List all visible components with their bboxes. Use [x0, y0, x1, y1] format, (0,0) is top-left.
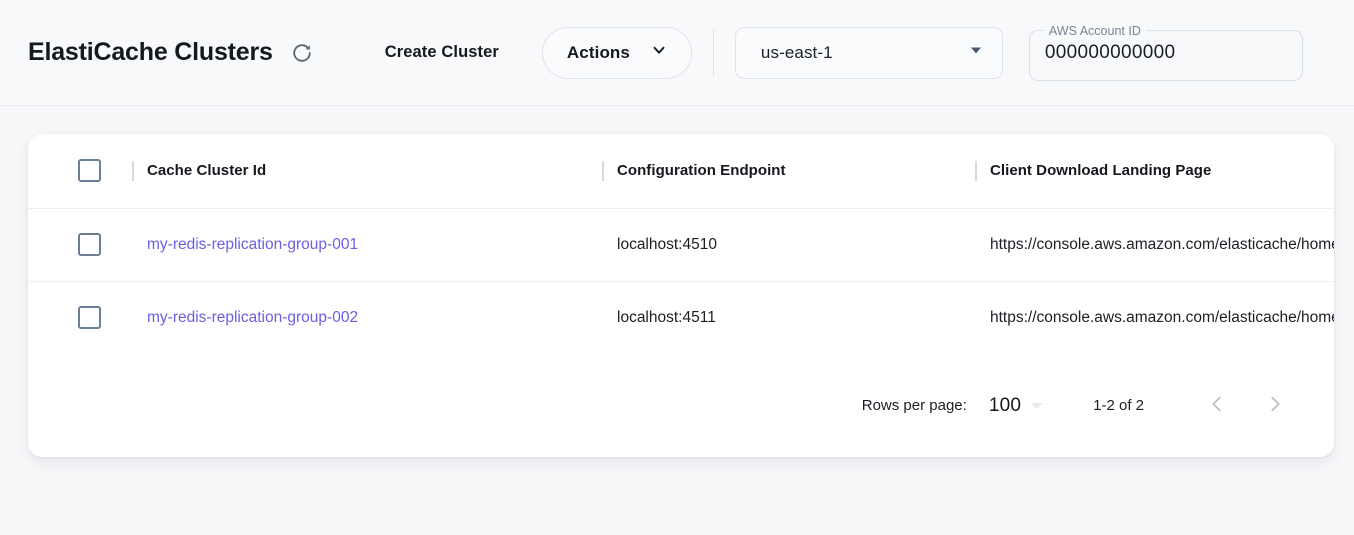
landing-page-text: https://console.aws.amazon.com/elasticac…	[990, 235, 1334, 253]
aws-account-id-field[interactable]: AWS Account ID	[1028, 24, 1303, 81]
select-all-checkbox[interactable]	[78, 159, 101, 183]
row-checkbox[interactable]	[78, 306, 101, 330]
cluster-id-link[interactable]: my-redis-replication-group-001	[147, 235, 359, 253]
config-endpoint-text: localhost:4510	[617, 235, 717, 253]
cell-landing-page: https://console.aws.amazon.com/elasticac…	[968, 280, 1334, 354]
table-body: my-redis-replication-group-001 localhost…	[28, 207, 1334, 354]
clusters-card: Cache Cluster Id Configuration Endpoint …	[28, 134, 1334, 457]
row-checkbox-cell	[28, 207, 125, 281]
row-checkbox[interactable]	[78, 233, 101, 256]
actions-button-label: Actions	[566, 42, 630, 62]
app-header: ElastiCache Clusters Create Cluster Acti…	[0, 0, 1354, 106]
config-endpoint-text: localhost:4511	[617, 308, 716, 326]
rows-per-page-value: 100	[988, 394, 1022, 416]
cell-landing-page: https://console.aws.amazon.com/elasticac…	[968, 207, 1334, 281]
create-cluster-button[interactable]: Create Cluster	[375, 35, 509, 70]
clusters-table: Cache Cluster Id Configuration Endpoint …	[28, 134, 1334, 354]
chevron-right-icon	[1264, 393, 1286, 418]
refresh-icon	[291, 42, 313, 64]
aws-account-id-input[interactable]	[1028, 24, 1303, 81]
chevron-left-icon	[1206, 393, 1228, 418]
landing-page-text: https://console.aws.amazon.com/elasticac…	[990, 308, 1334, 326]
column-header-cluster-id[interactable]: Cache Cluster Id	[125, 134, 595, 208]
table-header-row: Cache Cluster Id Configuration Endpoint …	[28, 134, 1334, 208]
pagination-range-label: 1-2 of 2	[1093, 397, 1144, 414]
table-pagination: Rows per page: 100 1-2 of 2	[28, 354, 1334, 457]
rows-per-page-select[interactable]: 100	[988, 394, 1044, 417]
column-header-config-endpoint[interactable]: Configuration Endpoint	[595, 134, 968, 208]
region-select[interactable]: us-east-1	[734, 26, 1003, 79]
refresh-button[interactable]	[285, 36, 319, 70]
column-header-landing-page[interactable]: Client Download Landing Page	[968, 134, 1334, 208]
cell-cluster-id: my-redis-replication-group-002	[125, 280, 595, 354]
cluster-id-link[interactable]: my-redis-replication-group-002	[147, 308, 359, 326]
cell-cluster-id: my-redis-replication-group-001	[125, 207, 595, 281]
cell-config-endpoint: localhost:4510	[595, 207, 968, 281]
region-select-value: us-east-1	[760, 42, 833, 62]
chevron-down-icon	[650, 41, 668, 64]
page-title: ElastiCache Clusters	[28, 38, 273, 66]
table-row[interactable]: my-redis-replication-group-001 localhost…	[28, 207, 1334, 281]
cell-config-endpoint: localhost:4511	[595, 280, 968, 354]
rows-per-page-label: Rows per page:	[861, 397, 967, 414]
table-row[interactable]: my-redis-replication-group-002 localhost…	[28, 280, 1334, 354]
select-all-header-cell	[28, 134, 125, 208]
header-divider	[712, 28, 714, 77]
chevron-down-icon	[1031, 402, 1044, 409]
actions-button[interactable]: Actions	[541, 26, 692, 79]
next-page-button[interactable]	[1254, 385, 1296, 427]
previous-page-button[interactable]	[1196, 385, 1238, 427]
row-checkbox-cell	[28, 280, 125, 354]
triangle-down-icon	[966, 40, 986, 65]
table-header: Cache Cluster Id Configuration Endpoint …	[28, 134, 1334, 208]
